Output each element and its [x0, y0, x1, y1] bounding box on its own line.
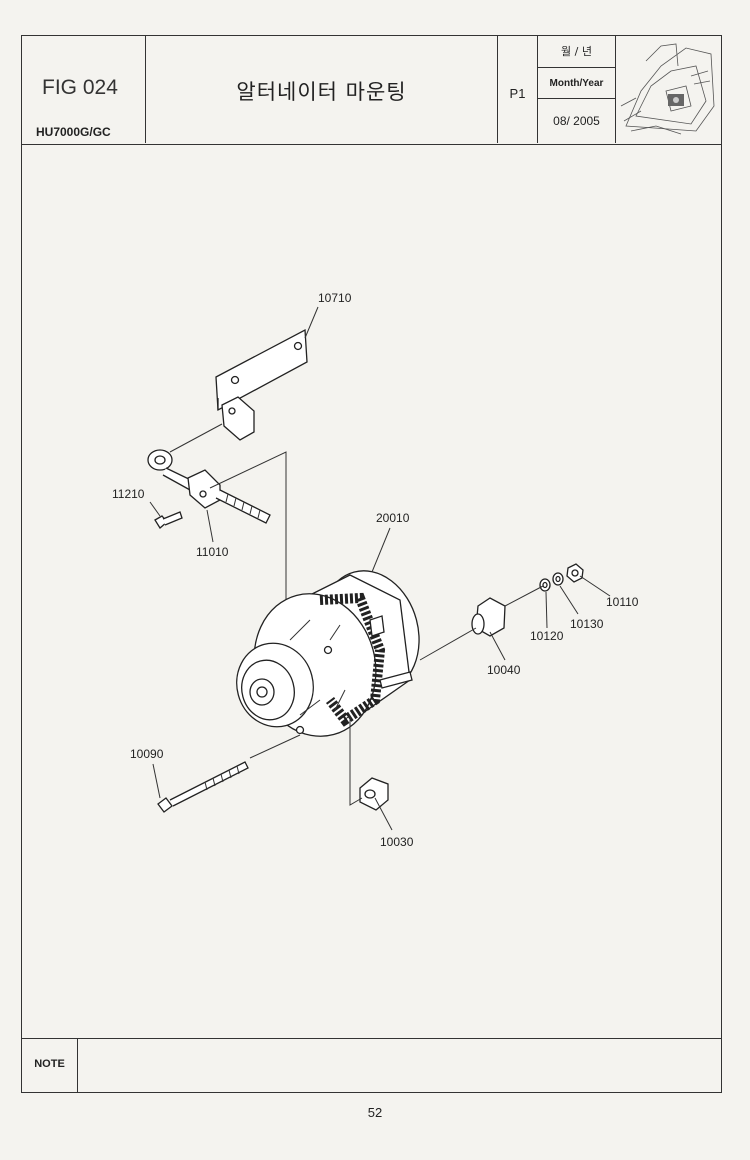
callout-10120: 10120	[530, 629, 564, 643]
page-title: 알터네이터 마운팅	[236, 80, 407, 104]
page-number: 52	[367, 1105, 383, 1120]
nut-10110-part	[566, 563, 584, 583]
bracket-part	[215, 328, 308, 441]
note-footer: NOTE	[22, 1038, 721, 1092]
callout-10030: 10030	[380, 835, 414, 849]
title-cell: 알터네이터 마운팅	[146, 36, 498, 143]
alternator-part	[236, 570, 420, 737]
bolt-11210-part	[154, 511, 183, 529]
bushing-10030-part	[359, 777, 389, 811]
washer-10120-part	[539, 578, 551, 592]
note-label-cell: NOTE	[22, 1039, 78, 1092]
callout-10130: 10130	[570, 617, 604, 631]
parts-sheet: FIG 024 HU7000G/GC 알터네이터 마운팅 P1 월 / 년 Mo…	[21, 35, 722, 1093]
date-value: 08/ 2005	[553, 114, 600, 128]
date-label-english: Month/Year	[538, 68, 615, 99]
adjuster-rod-part	[147, 449, 271, 524]
sheet-header: FIG 024 HU7000G/GC 알터네이터 마운팅 P1 월 / 년 Mo…	[22, 36, 721, 145]
page-label-cell: P1	[498, 36, 538, 143]
machine-thumbnail-icon	[620, 43, 715, 135]
callout-10090: 10090	[130, 747, 164, 761]
washer-10130-part	[552, 572, 564, 586]
callout-20010: 20010	[376, 511, 410, 525]
fig-cell: FIG 024 HU7000G/GC	[22, 36, 146, 143]
callout-11010: 11010	[196, 545, 229, 559]
callout-11210: 11210	[112, 487, 145, 501]
page-label: P1	[509, 86, 526, 101]
spacer-10040-part	[471, 597, 506, 637]
fig-number: FIG 024	[42, 76, 118, 99]
date-cell: 월 / 년 Month/Year 08/ 2005	[538, 36, 616, 143]
callout-10040: 10040	[487, 663, 521, 677]
callout-10710: 10710	[318, 291, 352, 305]
date-label-korean: 월 / 년	[538, 36, 615, 68]
thumbnail-cell	[616, 36, 721, 143]
callout-10110: 10110	[606, 595, 639, 609]
note-label: NOTE	[34, 1058, 65, 1070]
model-code: HU7000G/GC	[36, 125, 111, 139]
bolt-10090-part	[157, 761, 249, 813]
